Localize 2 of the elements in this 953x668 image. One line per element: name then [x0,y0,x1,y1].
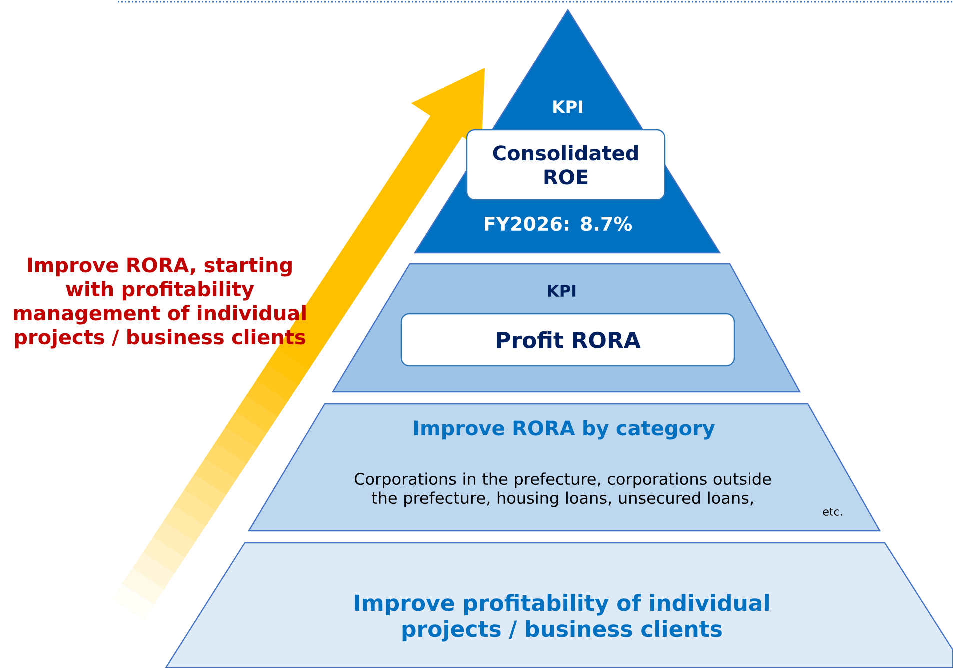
kpi-box: Profit RORA [400,313,736,367]
kpi-box: Consolidated ROE [466,129,666,201]
